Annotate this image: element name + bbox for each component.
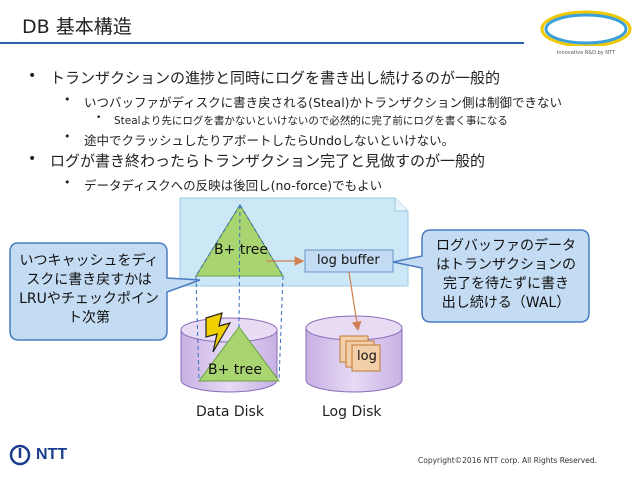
disk-btree: [198, 326, 280, 382]
data-disk-label: Data Disk: [196, 404, 264, 420]
log-records: [339, 335, 381, 372]
callout-line: 出し続ける（WAL）: [441, 295, 571, 311]
callout-line: ログバッファのデータ: [436, 238, 576, 254]
title-divider: [0, 42, 524, 44]
logo-caption: Innovative R&D by NTT: [557, 50, 616, 56]
bullet-item: Stealより先にログを書かないといけないので必然的に完了前にログを書く事になる: [114, 115, 508, 127]
callout-line: 完了を待たずに書き: [443, 276, 569, 292]
bullet-marker: •: [96, 113, 102, 123]
callout-line: はトランザクションの: [436, 257, 576, 273]
bullet-marker: •: [64, 130, 71, 143]
left-callout: [9, 242, 201, 341]
callout-line: いつキャッシュをディ: [19, 253, 159, 269]
page-title: DB 基本構造: [22, 16, 132, 38]
right-callout: [392, 229, 590, 323]
log-disk-label: Log Disk: [322, 404, 382, 420]
log-buffer-label: log buffer: [317, 253, 380, 268]
bullet-item: 途中でクラッシュしたりアボートしたらUndoしないといけない。: [84, 133, 455, 148]
disk-btree-label: B+ tree: [208, 362, 262, 378]
bullet-marker: •: [28, 151, 37, 167]
bullet-item: トランザクションの進捗と同時にログを書き出し続けるのが一般的: [50, 69, 501, 87]
copyright-notice: Copyright©2016 NTT corp. All Rights Rese…: [418, 456, 597, 465]
bullet-marker: •: [64, 93, 71, 106]
lightning-icon: [205, 312, 232, 353]
callout-line: スクに書き戻すかは: [26, 272, 152, 288]
memory-btree-label: B+ tree: [214, 242, 268, 258]
bullet-item: いつバッファがディスクに書き戻される(Steal)かトランザクション側は制御でき…: [84, 95, 563, 110]
log-record-label: log: [357, 349, 377, 364]
innovative-rd-logo: Innovative R&D by NTT: [528, 4, 634, 64]
bullet-item: ログが書き終わったらトランザクション完了と見做すのが一般的: [50, 152, 486, 170]
ntt-brand: NTT: [36, 446, 68, 463]
bullet-marker: •: [28, 68, 37, 84]
bullet-marker: •: [64, 176, 71, 189]
right-callout-text: ログバッファのデータ はトランザクションの 完了を待たずに書き 出し続ける（WA…: [424, 237, 588, 313]
callout-line: ト次第: [68, 310, 110, 326]
ntt-logo-icon: [9, 444, 31, 466]
bullet-item: データディスクへの反映は後回し(no-force)でもよい: [84, 178, 383, 193]
left-callout-text: いつキャッシュをディ スクに書き戻すかは LRUやチェックポイン ト次第: [12, 252, 166, 328]
callout-line: LRUやチェックポイン: [19, 291, 159, 307]
